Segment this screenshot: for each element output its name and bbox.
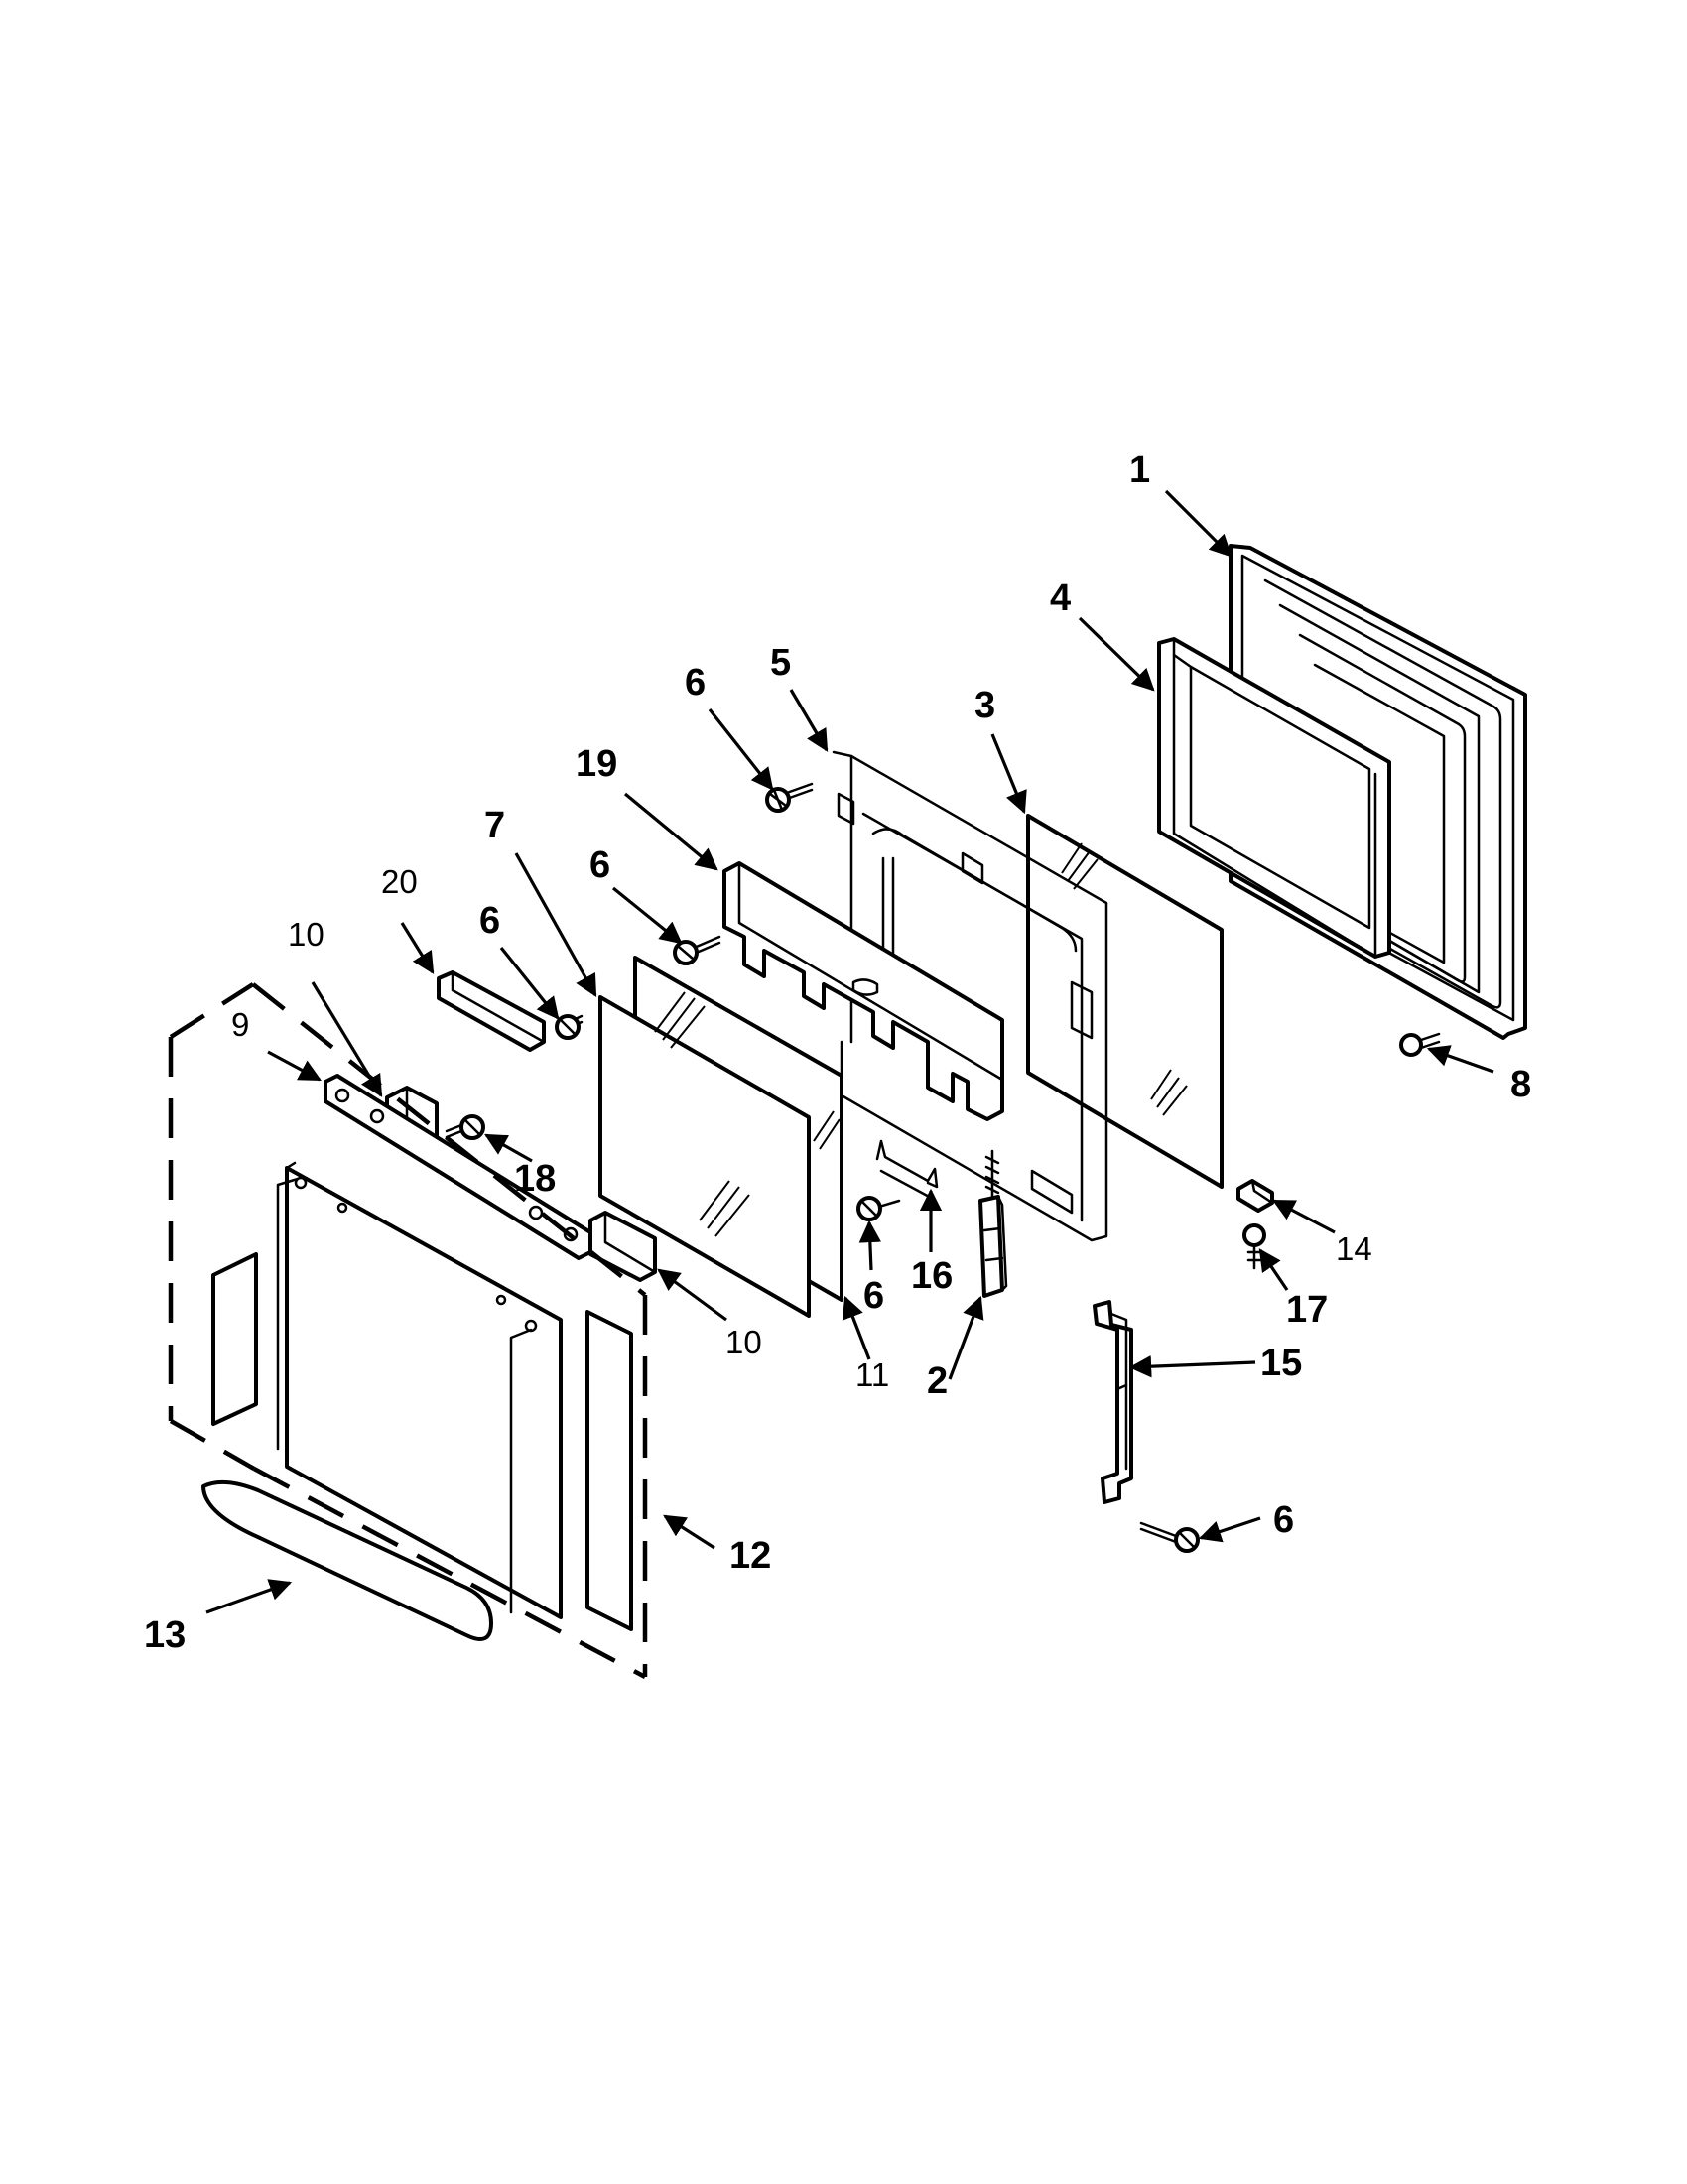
part-12-outer-door-assembly [168, 982, 648, 1679]
callout-6: 6 [1273, 1499, 1294, 1541]
callout-9: 9 [231, 1006, 249, 1043]
callout-6: 6 [479, 900, 500, 942]
callout-16: 16 [911, 1255, 953, 1297]
callout-1: 1 [1129, 450, 1150, 491]
part-19-baffle [722, 861, 1004, 1121]
callout-18: 18 [514, 1158, 556, 1200]
callout-10: 10 [725, 1324, 762, 1360]
callout-7: 7 [484, 805, 505, 846]
callout-6: 6 [589, 844, 610, 886]
callout-11: 11 [855, 1356, 889, 1393]
part-16-wire-spring [875, 1139, 939, 1201]
part-20-bracket [437, 970, 546, 1052]
callout-14: 14 [1336, 1230, 1372, 1267]
screw-6-bracket [555, 1014, 584, 1040]
callout-labels: 1 4 3 5 6 19 6 7 20 6 10 9 18 8 14 17 16… [144, 450, 1531, 1656]
part-14-clip [1236, 1179, 1274, 1213]
screw-6-receiver [1139, 1521, 1200, 1553]
callout-5: 5 [770, 642, 791, 684]
callout-10: 10 [288, 916, 324, 953]
screw-6-baffle [673, 935, 721, 965]
part-4-door-frame [1157, 637, 1391, 959]
screw-8 [1399, 1032, 1441, 1057]
part-2-hinge [978, 1149, 1008, 1298]
callout-17: 17 [1286, 1289, 1328, 1331]
callout-3: 3 [974, 685, 995, 726]
screw-6-liner-top [765, 782, 814, 813]
callout-19: 19 [576, 743, 617, 785]
part-13-door-handle [201, 1479, 493, 1641]
callout-2: 2 [927, 1360, 948, 1402]
callout-20: 20 [381, 863, 418, 900]
callout-6: 6 [685, 662, 706, 704]
leader-lines [205, 489, 1494, 1614]
part-15-hinge-receiver [1093, 1300, 1133, 1504]
callout-13: 13 [144, 1614, 186, 1656]
callout-12: 12 [729, 1535, 771, 1577]
part-7-outer-glass [598, 991, 841, 1318]
part-3-inner-glass [1026, 814, 1224, 1189]
screw-17 [1242, 1223, 1266, 1270]
screw-18-hinge [445, 1114, 485, 1140]
screw-6-glass [856, 1196, 901, 1221]
callout-15: 15 [1260, 1343, 1302, 1384]
callout-4: 4 [1050, 578, 1071, 619]
callout-6: 6 [863, 1275, 884, 1317]
callout-8: 8 [1510, 1064, 1531, 1105]
